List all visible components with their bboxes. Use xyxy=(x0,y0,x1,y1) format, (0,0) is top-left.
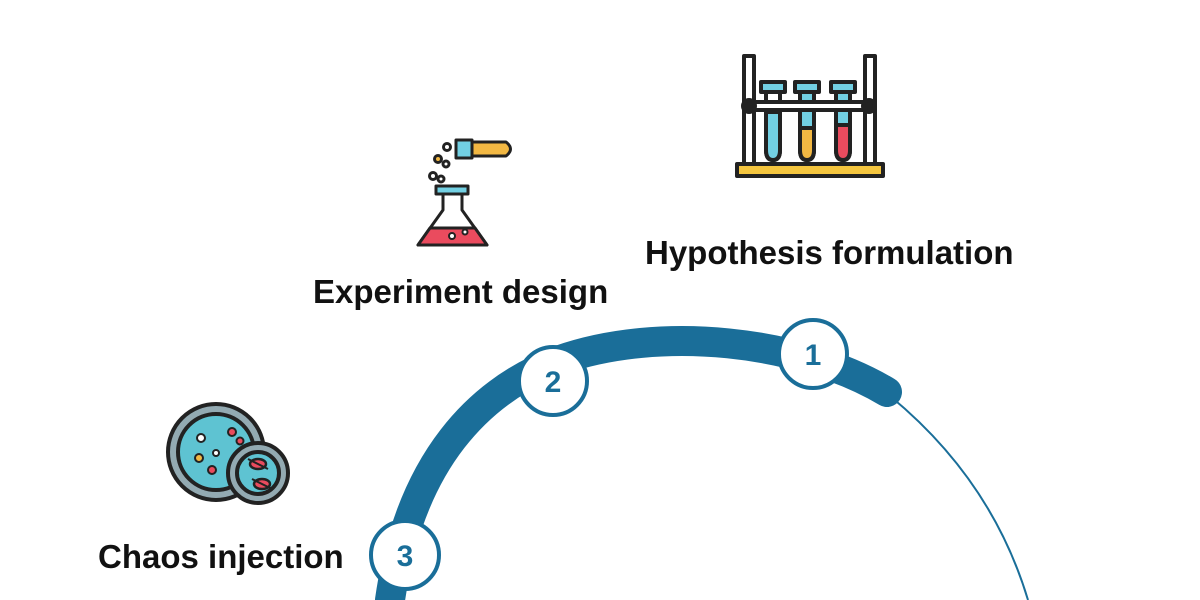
step-marker-2: 2 xyxy=(517,345,589,417)
test-tube-rack-icon xyxy=(735,54,885,178)
step-number-3: 3 xyxy=(397,540,414,573)
step-label-experiment-design: Experiment design xyxy=(313,273,609,310)
step-label-hypothesis-formulation: Hypothesis formulation xyxy=(645,234,1014,271)
step-number-1: 1 xyxy=(805,339,822,372)
test-tube-red xyxy=(829,80,857,162)
step-number-2: 2 xyxy=(545,366,562,399)
petri-dish-icon xyxy=(166,402,290,505)
step-marker-3: 3 xyxy=(369,519,441,591)
test-tube-orange xyxy=(793,80,821,162)
test-tube-blue xyxy=(759,80,787,162)
cycle-arc-thin xyxy=(889,395,1029,600)
flask-pouring-icon xyxy=(416,138,512,247)
step-marker-1: 1 xyxy=(777,318,849,390)
step-label-chaos-injection: Chaos injection xyxy=(98,538,344,575)
